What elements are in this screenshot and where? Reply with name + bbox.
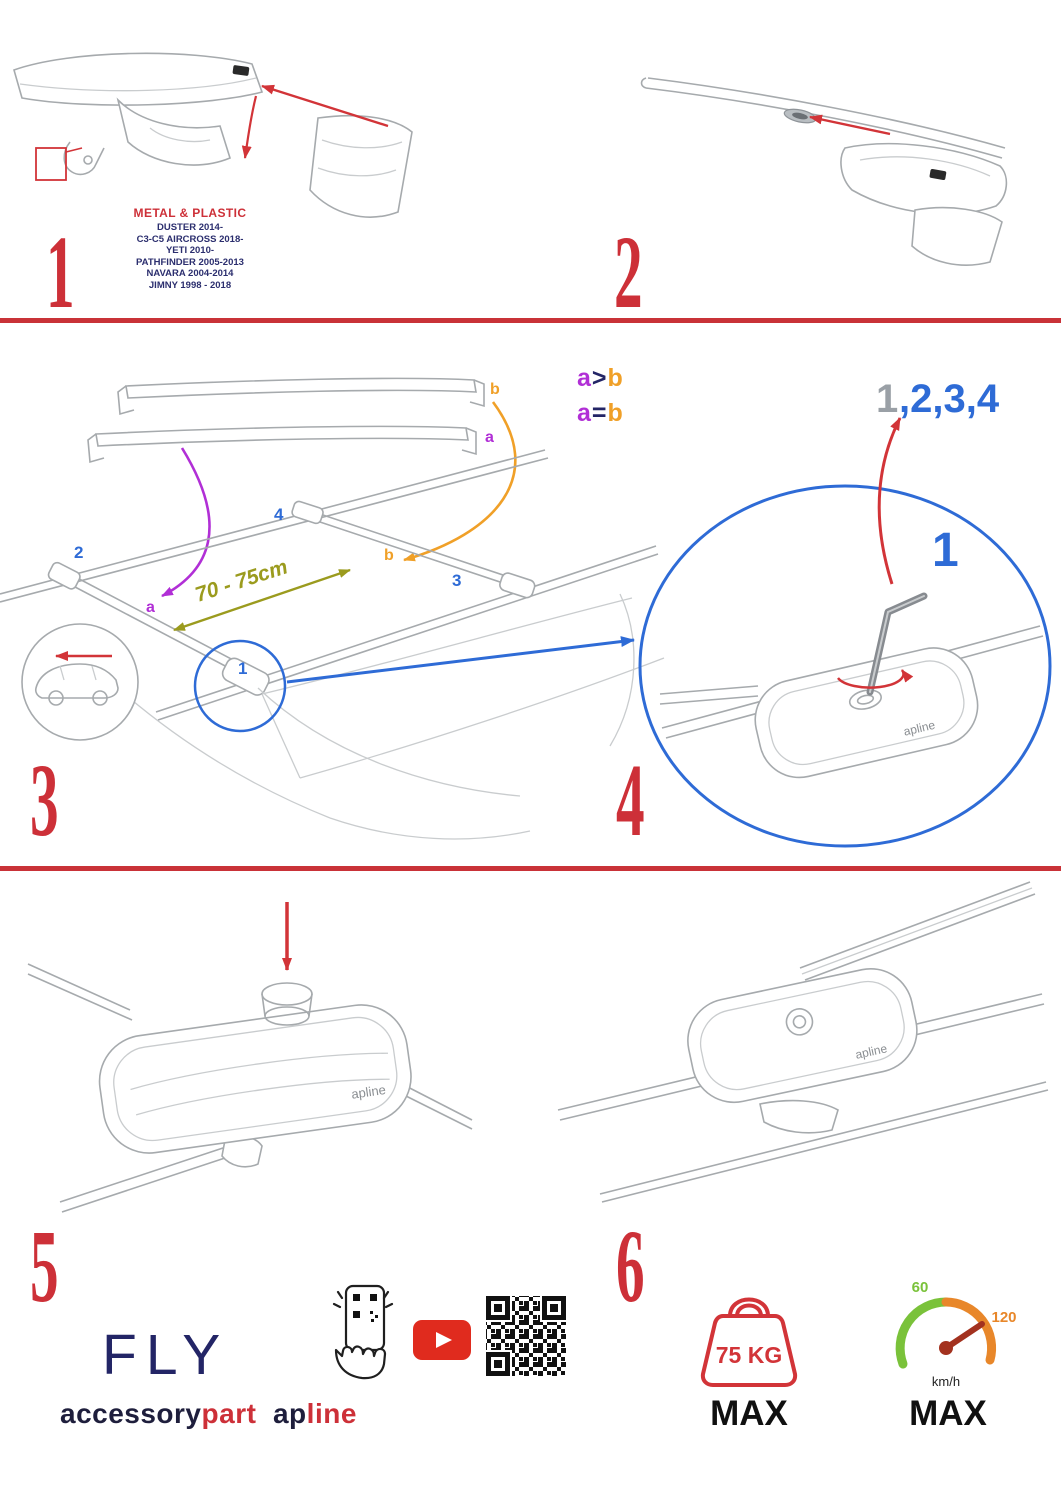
model-line: NAVARA 2004-2014 [146, 268, 234, 279]
brand-ap: ap [272, 1398, 307, 1429]
torque-callout: 1 [932, 524, 959, 577]
sequence-rest: ,2,3,4 [899, 377, 1000, 421]
model-line: YETI 2010- [165, 245, 215, 256]
clamp-callout-box [35, 147, 67, 181]
speedometer-needle [943, 1321, 985, 1351]
car-direction-inset [21, 623, 139, 741]
rotation-arrow [837, 669, 914, 689]
slot-arrow [809, 114, 891, 136]
speed-max-label: MAX [909, 1394, 987, 1433]
model-line: JIMNY 1998 - 2018 [148, 279, 232, 291]
foot-mounted-drawing: apline [687, 967, 918, 1104]
logo-tag [929, 168, 947, 180]
bar-b-guide-curve [403, 401, 517, 562]
step-3-number: 3 [30, 743, 59, 858]
fly-model-name: FLY [102, 1323, 230, 1387]
section-divider [0, 866, 1061, 871]
zoom-pointer-arrow [286, 636, 635, 684]
crossbar-a [87, 425, 477, 464]
length-comparison-1: a>b [577, 364, 624, 392]
bar-a-guide-curve [161, 447, 211, 598]
weight-limit-icon: 75 KG [700, 1297, 798, 1387]
step5-step6-drawing: apline apline [27, 881, 1049, 1213]
model-line: PATHFINDER 2005-2013 [136, 256, 244, 268]
material-label: METAL & PLASTIC [133, 206, 247, 220]
step-1-number: 1 [46, 215, 75, 330]
length-comparison-2: a=b [577, 399, 624, 427]
scan-qr-hand-icon [332, 1284, 394, 1380]
bar-a-label: a [485, 429, 494, 446]
step-6-number: 6 [616, 1209, 645, 1324]
weight-limit-value: 75 KG [716, 1342, 782, 1368]
foot-logo-text: apline [350, 1082, 386, 1102]
brand-wordmark: accessorypart apline [60, 1398, 357, 1430]
step-5-number: 5 [30, 1209, 59, 1324]
roof-position-1: 1 [238, 659, 247, 678]
speed-low-label: 60 [912, 1279, 929, 1296]
youtube-icon [413, 1320, 471, 1360]
roof-position-3: 3 [452, 571, 461, 590]
brand-line: line [306, 1398, 357, 1429]
vehicle-model-list: DUSTER 2014- C3-C5 AIRCROSS 2018- YETI 2… [90, 222, 290, 291]
foot-knob-drawing: apline [98, 1004, 412, 1154]
cover-to-bar-arrow [261, 84, 389, 128]
repeat-sequence-arrow [877, 417, 902, 585]
speed-unit-label: km/h [932, 1374, 960, 1389]
section-divider [0, 318, 1061, 323]
logo-tag [232, 65, 250, 76]
step1-step2-drawing [13, 52, 1008, 266]
roof-a-label: a [146, 599, 155, 616]
weight-max-label: MAX [710, 1394, 788, 1433]
distance-label: 70 - 75cm [192, 555, 290, 606]
step-2-number: 2 [614, 215, 643, 330]
qr-code [482, 1292, 570, 1380]
foot-zoom-drawing: apline [754, 647, 979, 779]
foot-logo-text: apline [854, 1041, 889, 1061]
step-4-number: 4 [616, 743, 645, 858]
model-line: DUSTER 2014- [157, 222, 223, 233]
roof-position-4: 4 [274, 505, 284, 524]
speed-high-label: 120 [991, 1309, 1016, 1326]
distance-arrow [173, 568, 351, 632]
model-line: C3-C5 AIRCROSS 2018- [136, 233, 244, 245]
position-1-circle [193, 639, 287, 733]
tightening-knob [261, 982, 313, 1006]
step3-step4-drawing: b a 70 - 75cm [0, 377, 1052, 848]
crossbar-b [117, 377, 485, 416]
roof-position-2: 2 [74, 543, 83, 562]
roof-b-label: b [384, 547, 394, 564]
brand-accessory: accessory [60, 1398, 202, 1429]
sequence-first: 1 [876, 377, 898, 421]
brand-part: part [201, 1398, 257, 1429]
speed-limit-icon: 60 120 km/h [895, 1279, 1017, 1389]
bar-b-label: b [490, 381, 500, 398]
zoom-circle [638, 484, 1052, 848]
